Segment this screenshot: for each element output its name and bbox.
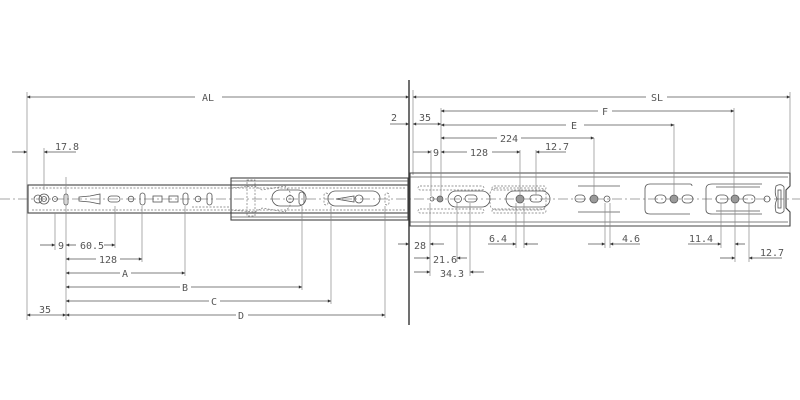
dim-35: 35 [39, 305, 51, 316]
top-dimensions: AL SL 2 35 F E 224 9 128 12.7 [12, 93, 791, 159]
dim-6-4: 6.4 [489, 234, 507, 245]
extension-lines [26, 92, 791, 320]
dim-128-top: 128 [470, 148, 488, 159]
dim-60-5: 60.5 [80, 241, 104, 252]
label-F: F [602, 107, 608, 118]
label-E: E [571, 121, 577, 132]
label-SL: SL [651, 93, 663, 104]
label-C: C [211, 297, 217, 308]
dim-4-6: 4.6 [622, 234, 640, 245]
label-D: D [238, 311, 244, 322]
dim-9-top: 9 [433, 148, 439, 159]
dim-34-3: 34.3 [440, 269, 464, 280]
label-B: B [182, 283, 188, 294]
bottom-left-dimensions: 9 60.5 128 A B C D 35 [27, 241, 385, 322]
dim-12-7: 12.7 [760, 248, 784, 259]
dim-12-7-top: 12.7 [545, 142, 569, 153]
dim-28: 28 [414, 241, 426, 252]
cabinet-member [409, 172, 791, 227]
intermediate-member [192, 177, 409, 221]
dim-35-top: 35 [419, 113, 431, 124]
dim-9: 9 [58, 241, 64, 252]
dim-128: 128 [99, 255, 117, 266]
dim-21-6: 21.6 [433, 255, 457, 266]
dim-17-8: 17.8 [55, 142, 79, 153]
label-A: A [122, 269, 128, 280]
dim-2: 2 [391, 113, 397, 124]
label-AL: AL [202, 93, 214, 104]
dim-11-4: 11.4 [689, 234, 713, 245]
bottom-right-dimensions: 28 21.6 34.3 6.4 4.6 11.4 12.7 [398, 234, 784, 280]
dim-224: 224 [500, 134, 518, 145]
